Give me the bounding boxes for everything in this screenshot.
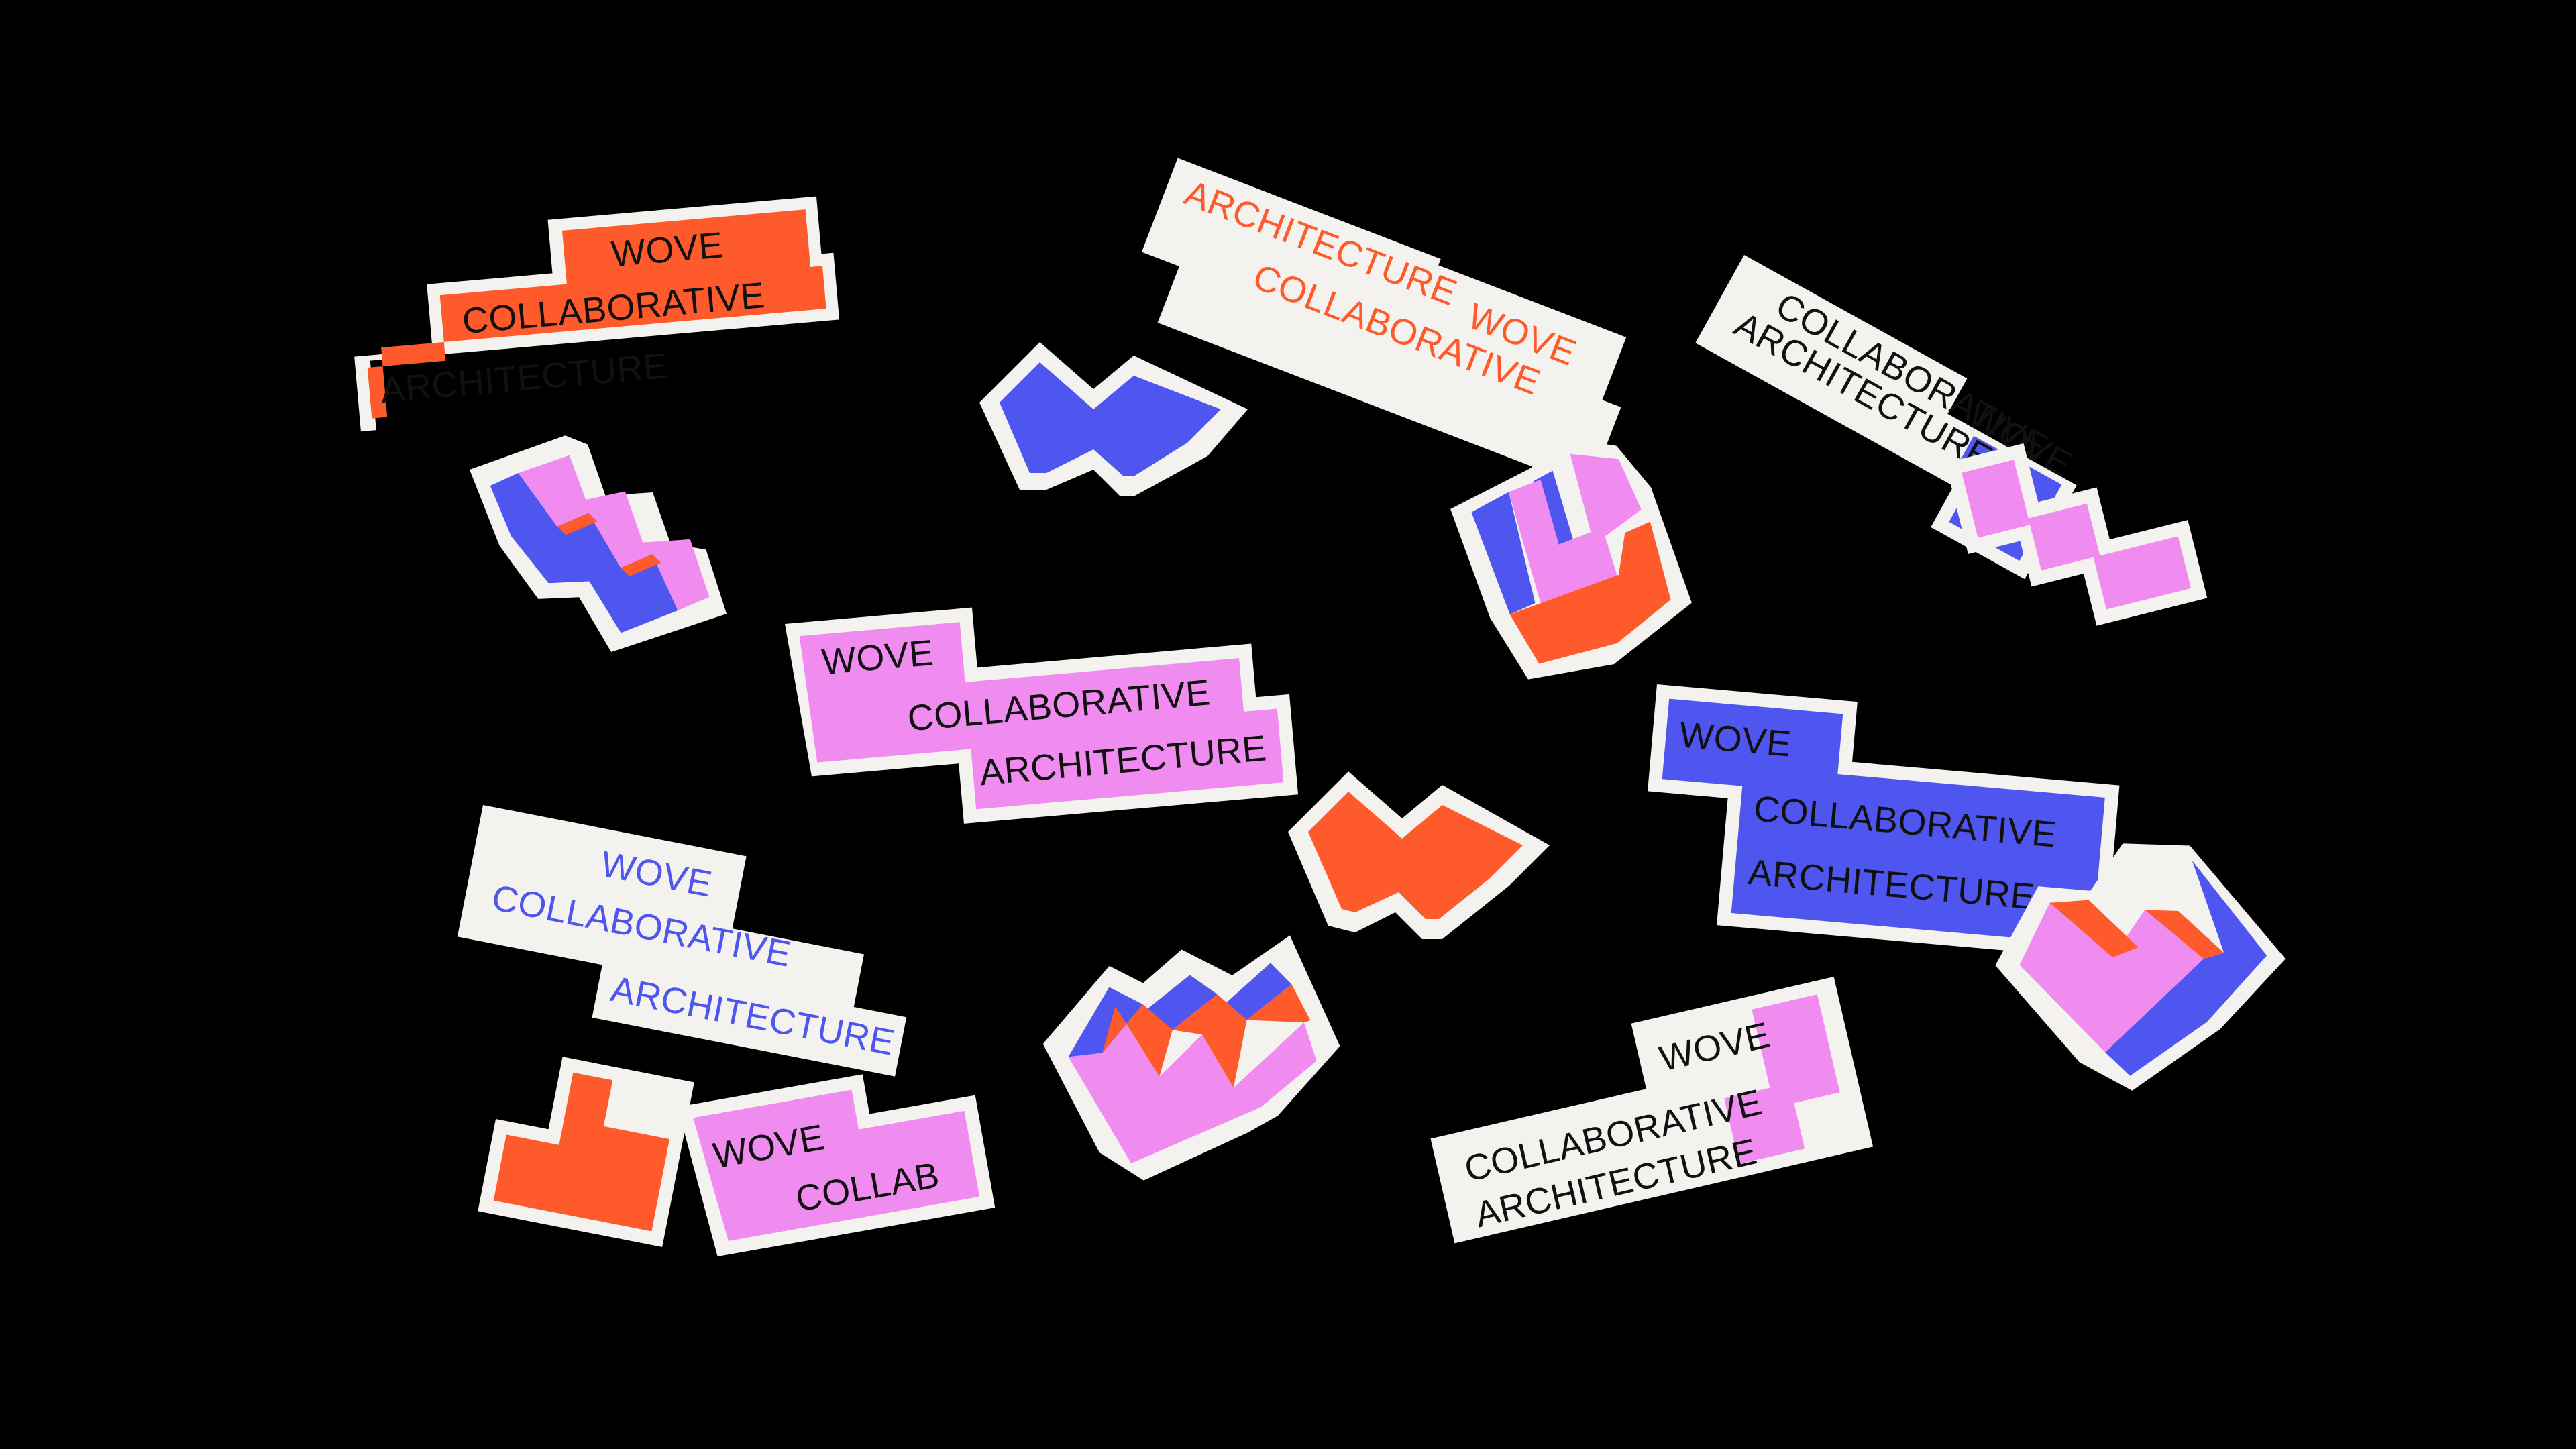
sticker-pink-steps (1945, 443, 2208, 626)
iso-pink-face (1068, 1006, 1317, 1164)
sticker-fill (693, 1089, 980, 1241)
sticker-fill (367, 209, 826, 419)
sticker-line-1: WOVE (820, 633, 936, 682)
iso-blue-face (1068, 963, 1292, 1057)
pink-block (1724, 994, 1840, 1164)
sticker-orange-steps (478, 1057, 694, 1247)
w-shape (1308, 792, 1523, 919)
steps-orange (493, 1072, 670, 1232)
iso-blue-face (2105, 860, 2267, 1076)
iso-pink-face (1509, 453, 1642, 616)
iso-orange-face (1509, 521, 1671, 664)
sticker-fill (1662, 698, 2105, 945)
logo-w-orange (1288, 771, 1550, 939)
steps-pink (1962, 460, 2192, 610)
iso-blue-face (1471, 470, 1578, 614)
iso-pink-face (2019, 902, 2204, 1053)
logo-w-blue (979, 342, 1248, 496)
sticker-iso-stairs-right (1995, 843, 2286, 1091)
sticker-pink-wove-collab: WOVE COLLAB (678, 1074, 996, 1257)
iso-orange-face (1102, 984, 1311, 1088)
sticker-outline (457, 805, 907, 1077)
sticker-iso-w-block (1450, 436, 1692, 680)
sticker-fill (799, 622, 1284, 810)
iso-orange-face (2049, 900, 2224, 959)
sticker-outline (1141, 158, 1627, 489)
sticker-iso-stairs-orange (1042, 935, 1340, 1181)
sticker-blue-wordmark: WOVE COLLABORATIVE ARCHITECTURE (1648, 684, 2120, 959)
sticker-pink-wordmark: WOVE COLLABORATIVE ARCHITECTURE (785, 607, 1299, 824)
stair-pink-top (518, 455, 710, 611)
sticker-line-1: WOVE (1678, 714, 1793, 764)
stair-blue-side (490, 473, 678, 633)
sticker-iso-stairs-blue (470, 435, 727, 653)
w-shape (1000, 362, 1221, 476)
sticker-line-1: WOVE (610, 225, 725, 274)
sticker-white-pink-block: WOVE COLLABORATIVE ARCHITECTURE (1430, 977, 1874, 1244)
